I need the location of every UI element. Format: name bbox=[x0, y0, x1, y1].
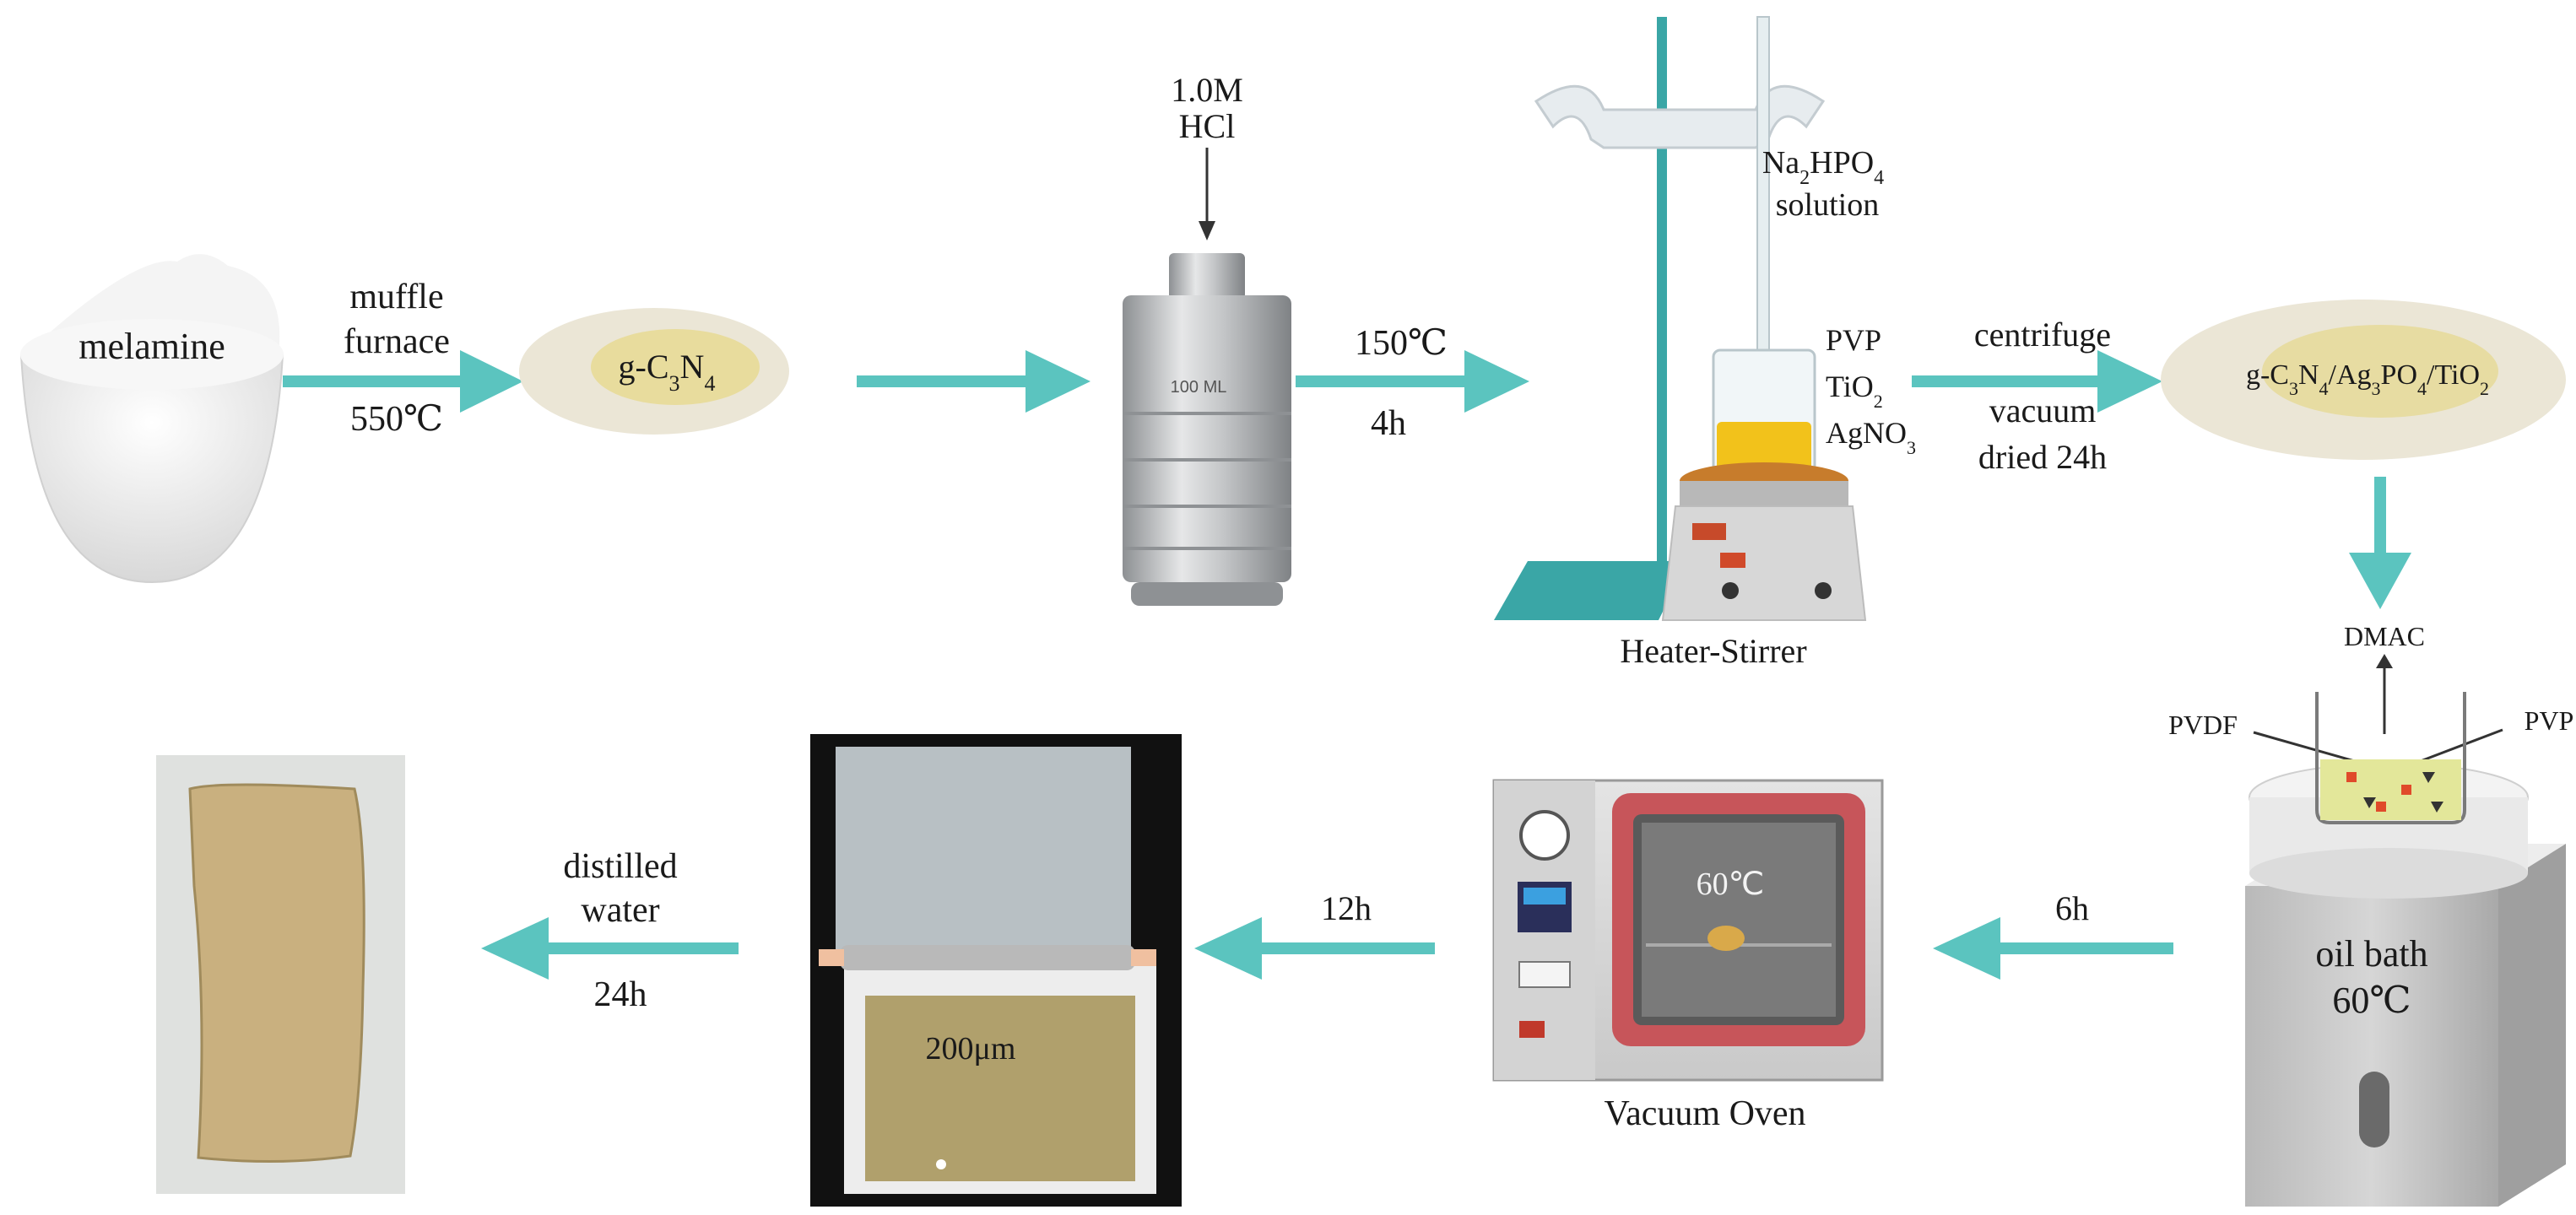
comp-5-sub: 2 bbox=[2480, 378, 2489, 399]
oil-bath: DMAC PVDF PVP oil bath 60℃ bbox=[2168, 621, 2573, 1207]
down-arrow bbox=[2349, 477, 2411, 609]
solution-label: solution bbox=[1776, 187, 1879, 223]
na-prefix: Na bbox=[1762, 145, 1799, 181]
vacuum-label: vacuum bbox=[1989, 392, 2097, 429]
composite-powder: g-C3N4/Ag3PO4/TiO2 bbox=[2161, 300, 2566, 460]
thickness-label: 200μm bbox=[926, 1031, 1016, 1066]
melamine-label: melamine bbox=[78, 326, 225, 367]
tio-sub2: 2 bbox=[1874, 391, 1883, 412]
hcl-name-label: HCl bbox=[1179, 107, 1236, 145]
agno3-label: AgNO3 bbox=[1826, 416, 1916, 458]
oil-bath-label: oil bath bbox=[2315, 933, 2427, 975]
tio-prefix: TiO bbox=[1826, 370, 1874, 403]
composite-label: g-C3N4/Ag3PO4/TiO2 bbox=[2246, 359, 2489, 399]
hcl-pointer-head bbox=[1199, 221, 1215, 240]
gcn-label: g-C3N4 bbox=[619, 348, 716, 396]
autoclave: 100 ML bbox=[1123, 253, 1291, 606]
na-sub2: 2 bbox=[1799, 167, 1810, 189]
pvp-beaker-label: PVP bbox=[2525, 705, 2574, 736]
agno-sub3: 3 bbox=[1907, 437, 1916, 458]
comp-5: /TiO bbox=[2427, 359, 2480, 391]
comp-3-sub: 3 bbox=[2372, 378, 2381, 399]
muffle-label-2: furnace bbox=[344, 322, 450, 361]
gcn-label-sub4: 4 bbox=[704, 371, 715, 396]
arrow-distilled bbox=[481, 917, 739, 980]
comp-4-sub: 4 bbox=[2417, 378, 2427, 399]
time-12h-label: 12h bbox=[1321, 889, 1372, 927]
casting-photo: 200μm bbox=[810, 734, 1182, 1207]
gcn-label-sub3: 3 bbox=[669, 371, 680, 396]
gcn-label-n: N bbox=[680, 348, 705, 386]
arrow-to-autoclave bbox=[857, 350, 1090, 413]
comp-1: g-C bbox=[2246, 359, 2289, 391]
vacuum-oven: 60℃ bbox=[1492, 779, 1884, 1082]
comp-3: /Ag bbox=[2329, 359, 2372, 391]
oven-temp-label: 60℃ bbox=[1697, 867, 1765, 902]
temp-150-label: 150℃ bbox=[1355, 324, 1448, 363]
membrane-photo bbox=[156, 755, 405, 1194]
comp-2: N bbox=[2298, 359, 2319, 391]
arrow-12h bbox=[1194, 917, 1435, 980]
distilled-label: distilled bbox=[563, 847, 677, 886]
temp-550-label: 550℃ bbox=[350, 400, 443, 439]
time-4h-label: 4h bbox=[1371, 404, 1406, 443]
pvdf-label: PVDF bbox=[2168, 710, 2238, 740]
dmac-label: DMAC bbox=[2344, 621, 2425, 651]
muffle-label-1: muffle bbox=[349, 278, 443, 316]
arrow-6h bbox=[1933, 917, 2173, 980]
arrow-150 bbox=[1296, 350, 1529, 413]
gcn-label-prefix: g-C bbox=[619, 348, 669, 386]
pvp-label: PVP bbox=[1826, 323, 1881, 357]
comp-1-sub: 3 bbox=[2289, 378, 2298, 399]
melamine-bowl: melamine bbox=[19, 254, 284, 584]
vacuum-oven-label: Vacuum Oven bbox=[1604, 1094, 1805, 1133]
time-6h-label: 6h bbox=[2055, 889, 2089, 927]
comp-2-sub: 4 bbox=[2319, 378, 2329, 399]
na-sub4: 4 bbox=[1874, 167, 1884, 189]
tio2-label: TiO2 bbox=[1826, 370, 1883, 412]
time-24h-label: 24h bbox=[594, 975, 647, 1014]
oil-bath-temp-label: 60℃ bbox=[2332, 980, 2411, 1021]
heater-stirrer-label: Heater-Stirrer bbox=[1620, 632, 1806, 670]
water-label: water bbox=[581, 891, 659, 930]
heater-stirrer-setup bbox=[1494, 16, 1867, 621]
autoclave-volume-label: 100 ML bbox=[1171, 378, 1227, 397]
na-mid: HPO bbox=[1810, 145, 1874, 181]
hcl-conc-label: 1.0M bbox=[1171, 71, 1243, 109]
agno-prefix: AgNO bbox=[1826, 416, 1907, 450]
na2hpo4-label: Na2HPO4 bbox=[1762, 145, 1884, 189]
comp-4: PO bbox=[2381, 359, 2417, 391]
dried-24h-label: dried 24h bbox=[1978, 438, 2107, 476]
centrifuge-arrow bbox=[1912, 350, 2162, 413]
centrifuge-label: centrifuge bbox=[1974, 316, 2111, 354]
muffle-arrow bbox=[283, 350, 523, 413]
gcn-powder: g-C3N4 bbox=[519, 308, 789, 435]
